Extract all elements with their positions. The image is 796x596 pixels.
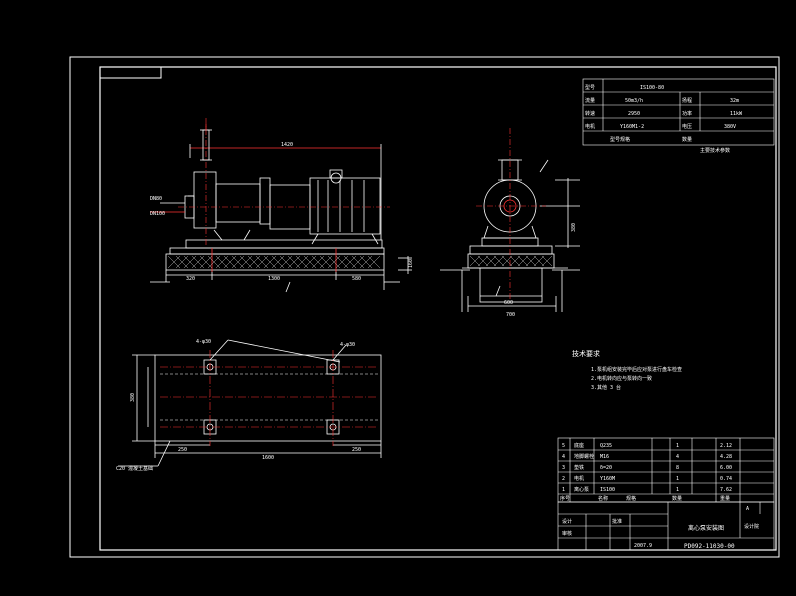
part-name-5: 底座 (574, 442, 584, 449)
title-approver: 批准 (612, 518, 622, 525)
dim-span: 580 (352, 276, 361, 282)
part-qty-4: 4 (676, 454, 679, 460)
plan-center-lines (160, 350, 378, 446)
drawing-number-box (99, 66, 162, 79)
part-name-2: 电机 (574, 475, 584, 482)
sheet-border-outer (69, 56, 780, 558)
note-3: 3.其他 3 台 (591, 384, 621, 391)
param-value2-3: 11kW (730, 111, 743, 117)
part-name-1: 离心泵 (574, 486, 589, 493)
side-center-lines (476, 128, 546, 300)
label-anchor-left: 4-φ30 (196, 339, 211, 345)
label-anchor-right: 4-φ30 (340, 342, 355, 348)
part-spec-2: Y160M (600, 476, 615, 482)
part-no-2: 2 (562, 476, 565, 482)
title-block (557, 501, 775, 551)
part-qty-2: 1 (676, 476, 679, 482)
param-label-1: 型号 (585, 84, 595, 91)
parameters-table (582, 78, 775, 146)
title-drawing-number: PD092-11030-00 (684, 543, 735, 550)
dim-plan-right: 250 (352, 447, 361, 453)
part-qty-5: 1 (676, 443, 679, 449)
parts-header-name: 名称 (598, 495, 608, 502)
param-value-4: Y160M1-2 (620, 124, 644, 130)
param-label2-5: 数量 (682, 136, 692, 143)
title-company: 设计院 (744, 523, 759, 530)
parts-header-qty: 数量 (672, 495, 682, 502)
param-value-3: 2950 (628, 111, 640, 117)
dim-plan-left: 250 (178, 447, 187, 453)
part-spec-4: M16 (600, 454, 609, 460)
part-weight-1: 7.62 (720, 487, 732, 493)
parts-list-table (557, 437, 775, 503)
param-value2-2: 32m (730, 98, 739, 104)
param-label-4: 电机 (585, 123, 595, 130)
part-no-1: 1 (562, 487, 565, 493)
part-spec-5: Q235 (600, 443, 612, 449)
part-name-3: 垫铁 (574, 464, 584, 471)
part-weight-3: 6.00 (720, 465, 732, 471)
param-value2-4: 380V (724, 124, 736, 130)
note-1: 1.泵机组安装完毕后应对泵进行盘车检查 (591, 366, 682, 373)
plan-hidden-lines (160, 373, 378, 421)
front-foundation-hatch (167, 255, 381, 269)
part-weight-5: 2.12 (720, 443, 732, 449)
notes-title: 技术要求 (572, 349, 600, 358)
side-foundation-hatch (469, 255, 553, 267)
title-date: 2007.9 (634, 543, 652, 549)
dim-height-b: 380 (571, 223, 577, 232)
plan-view (118, 339, 382, 467)
part-name-4: 地脚螺栓 (574, 453, 594, 460)
param-label2-2: 扬程 (682, 97, 692, 104)
label-outlet: DN80 (150, 196, 162, 202)
param-footer: 主要技术参数 (700, 147, 730, 154)
part-qty-1: 1 (676, 487, 679, 493)
param-label2-4: 电压 (682, 123, 692, 130)
dim-height-a: 160 (408, 259, 414, 268)
param-label-2: 流量 (585, 97, 595, 104)
dim-width-side: 600 (504, 300, 513, 306)
param-label-3: 转速 (585, 110, 595, 117)
part-weight-4: 4.28 (720, 454, 732, 460)
part-spec-3: δ=20 (600, 465, 612, 471)
part-weight-2: 0.74 (720, 476, 732, 482)
param-value-2: 50m3/h (625, 98, 643, 104)
dim-left-offset: 320 (186, 276, 195, 282)
sheet-border-inner (99, 66, 777, 551)
param-label2-3: 功率 (682, 110, 692, 117)
dim-height-plan: 380 (130, 393, 136, 402)
label-foundation: C20 混凝土基础 (116, 465, 153, 472)
parts-header-weight: 重量 (720, 495, 730, 502)
dim-plan-total: 1600 (262, 455, 274, 461)
title-designer: 设计 (562, 518, 572, 525)
part-no-4: 4 (562, 454, 565, 460)
part-spec-1: IS100 (600, 487, 615, 493)
param-value-1: IS100-80 (640, 85, 664, 91)
param-label-5: 型号规格 (610, 136, 630, 143)
dim-plan-width: 700 (506, 312, 515, 318)
part-no-3: 3 (562, 465, 565, 471)
dim-base-length: 1300 (268, 276, 280, 282)
parts-header-no: 序号 (560, 495, 570, 502)
title-project-name: 离心泵安装图 (688, 524, 724, 532)
part-qty-3: 8 (676, 465, 679, 471)
label-inlet: DN100 (150, 211, 165, 217)
note-2: 2.电机转向应与泵转向一致 (591, 375, 652, 382)
parts-header-spec: 规格 (626, 495, 636, 502)
part-no-5: 5 (562, 443, 565, 449)
title-revision: A (746, 506, 749, 512)
dim-overall-length: 1420 (281, 142, 293, 148)
title-checker: 审核 (562, 530, 572, 537)
front-center-lines (178, 118, 390, 245)
